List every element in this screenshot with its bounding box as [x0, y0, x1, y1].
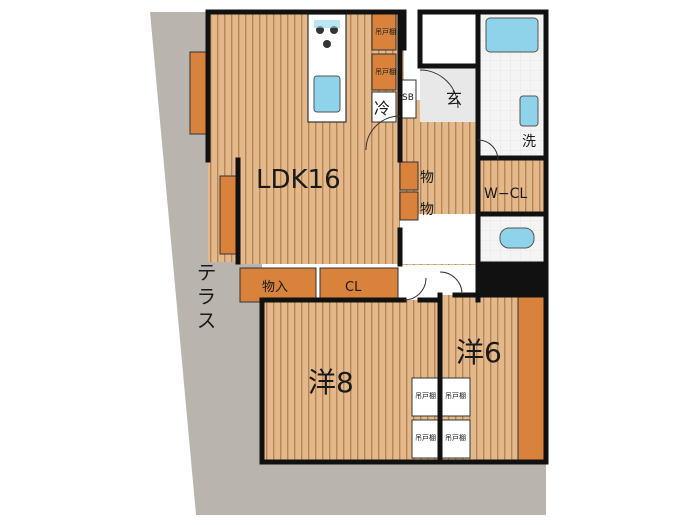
hanging-cabinet-label-3: 吊戸棚 [415, 391, 436, 400]
ldk-floor-lower [238, 160, 404, 264]
toilet-icon [499, 227, 535, 249]
hanging-cabinet-label-5: 吊戸棚 [415, 433, 436, 442]
wic-floor [478, 158, 546, 214]
storage-label-1: 物 [420, 170, 434, 186]
wic-label: W−CL [484, 186, 527, 202]
hanging-cabinet-label-2: 吊戸棚 [375, 67, 396, 76]
storage-1 [399, 161, 419, 191]
bathtub-icon [485, 17, 539, 53]
stove-burner-icon [323, 40, 331, 48]
terrace-area [150, 12, 546, 515]
closet-block [319, 267, 399, 303]
western6-label: 洋6 [456, 336, 502, 369]
fridge-label: 冷 [374, 99, 390, 118]
hall-white [400, 214, 478, 264]
western8-label: 洋8 [308, 366, 354, 399]
entrance-floor [420, 68, 478, 122]
shoe-box-label: SB [402, 93, 414, 103]
storage-in-label: 物入 [262, 280, 288, 295]
terrace-label: テラス [193, 262, 217, 334]
hanging-cabinet-label-6: 吊戸棚 [445, 433, 466, 442]
washbasin-icon [519, 95, 539, 127]
window-ldk-lower [219, 175, 239, 255]
hanging-cabinet-5 [411, 419, 441, 459]
walls [205, 9, 549, 465]
laundry-label: 洗 [522, 134, 536, 150]
storage-label-2: 物 [420, 202, 434, 218]
hanging-cabinet-2 [371, 53, 397, 91]
hanging-cabinet-label-1: 吊戸棚 [375, 27, 396, 36]
hanging-cabinet-1 [371, 13, 397, 51]
storage-in-block [239, 267, 317, 303]
shaft-block [478, 264, 546, 294]
closet-label: CL [345, 280, 362, 295]
sink-icon [313, 75, 341, 113]
entrance-label: 玄 [446, 89, 462, 108]
hanging-cabinet-3 [411, 377, 441, 417]
range-hood [314, 20, 340, 28]
door-swings [365, 69, 499, 301]
western6-closet [517, 294, 545, 461]
western8-floor [262, 300, 440, 462]
hanging-cabinet-label-4: 吊戸棚 [445, 391, 466, 400]
hanging-cabinet-6 [441, 419, 471, 459]
window-ldk-upper [189, 51, 209, 135]
storage-2 [399, 191, 419, 221]
ldk-label: LDK16 [256, 165, 341, 195]
